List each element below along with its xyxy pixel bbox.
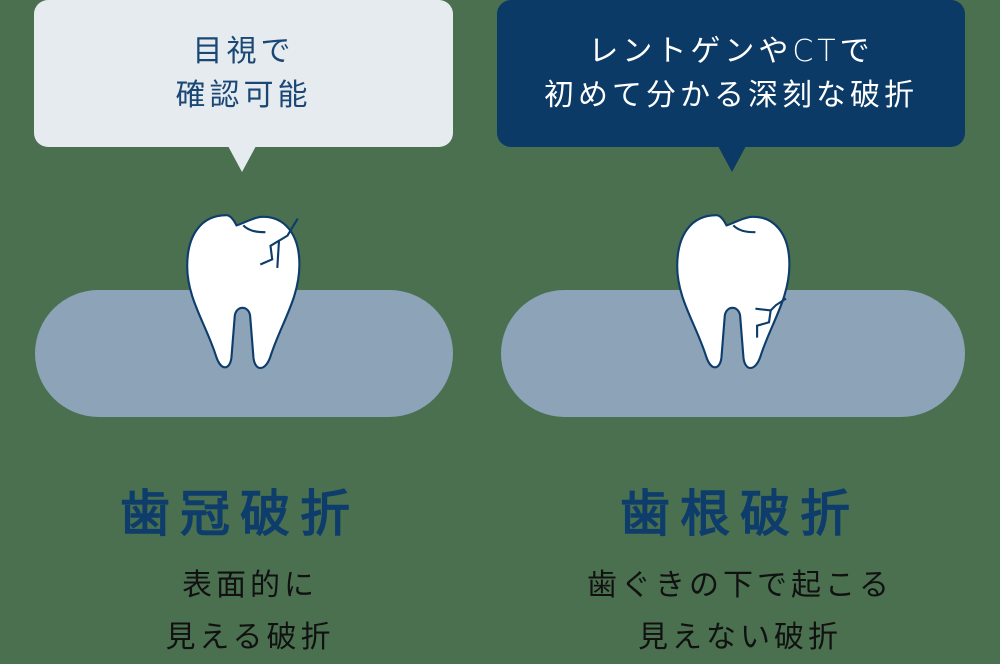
root-fracture-title: 歯根破折 bbox=[620, 485, 860, 543]
bubble-line: 目視で bbox=[192, 33, 295, 69]
description-line: 見える破折 bbox=[165, 620, 335, 655]
description-line: 見えない破折 bbox=[638, 620, 842, 655]
crown-fracture-description: 表面的に 見える破折 bbox=[80, 560, 420, 664]
root-fracture-description: 歯ぐきの下で起こる 見えない破折 bbox=[550, 560, 930, 664]
description-line: 表面的に bbox=[182, 568, 318, 603]
tooth-root-crack-icon bbox=[676, 214, 791, 370]
description-line: 歯ぐきの下で起こる bbox=[587, 568, 893, 603]
bubble-line: 初めて分かる深刻な破折 bbox=[544, 77, 918, 113]
bubble-line: レントゲンやCTで bbox=[588, 33, 874, 69]
gum-shape bbox=[35, 290, 453, 417]
speech-bubble-visual-check: 目視で 確認可能 bbox=[34, 0, 453, 147]
speech-bubble-tail bbox=[718, 146, 746, 172]
speech-bubble-xray-ct: レントゲンやCTで 初めて分かる深刻な破折 bbox=[497, 0, 965, 147]
crown-fracture-title: 歯冠破折 bbox=[120, 485, 360, 543]
tooth-crown-crack-icon bbox=[186, 214, 301, 370]
gum-shape bbox=[501, 290, 965, 417]
bubble-line: 確認可能 bbox=[175, 77, 312, 113]
speech-bubble-tail bbox=[228, 146, 256, 172]
